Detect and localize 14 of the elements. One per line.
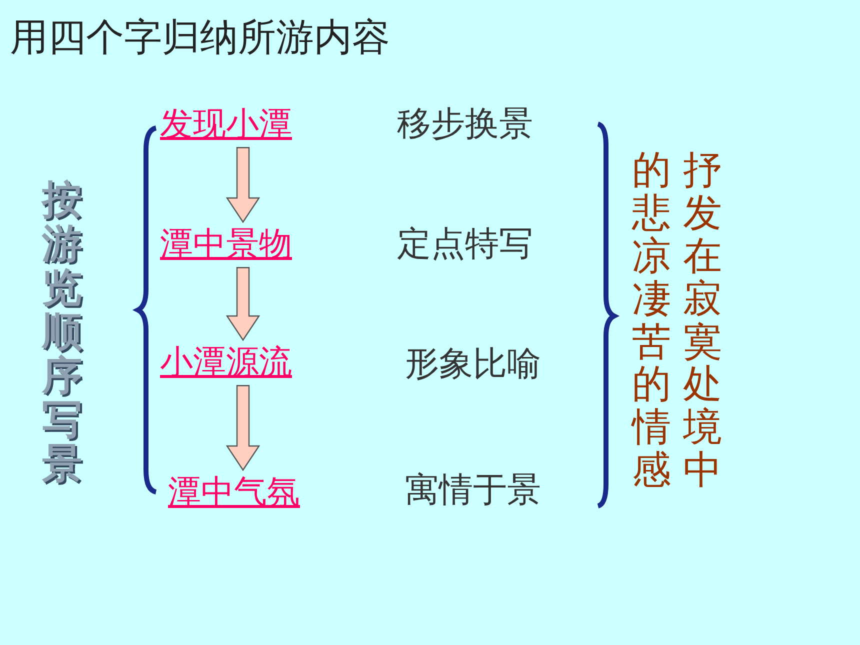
vertical-heading: 按游览顺序写景 xyxy=(42,178,82,486)
step-heading: 小潭源流 xyxy=(160,342,292,382)
technique-label: 形象比喻 xyxy=(405,344,541,385)
block-arrow xyxy=(226,267,260,342)
step-heading: 潭中气氛 xyxy=(168,472,300,512)
technique-label: 寓情于景 xyxy=(405,470,541,511)
block-arrow xyxy=(226,385,260,472)
step-heading: 发现小潭 xyxy=(160,104,292,144)
step-heading: 潭中景物 xyxy=(160,224,292,264)
slide-title: 用四个字归纳所游内容 xyxy=(10,14,390,61)
block-arrow xyxy=(226,147,260,224)
technique-label: 移步换景 xyxy=(397,104,533,145)
vertical-summary: 抒发在寂寞处境中的悲凉凄苦的情感 xyxy=(632,150,722,494)
technique-label: 定点特写 xyxy=(397,224,533,265)
